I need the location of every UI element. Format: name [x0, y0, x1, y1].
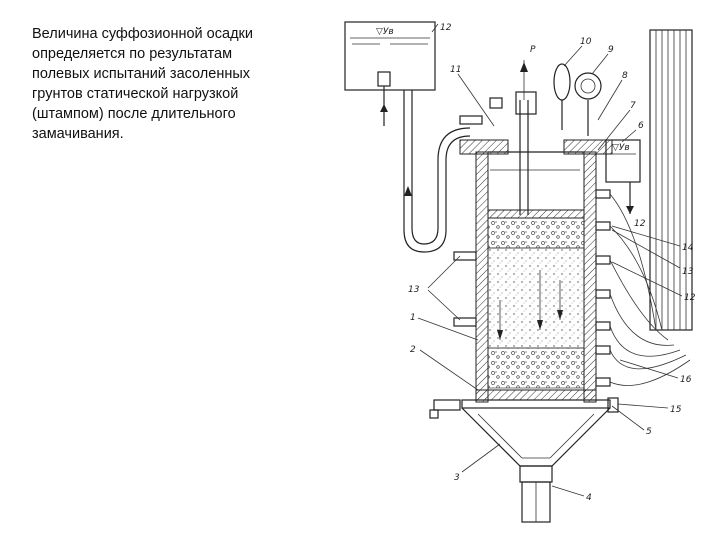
label-6: 6 — [638, 121, 644, 131]
label-7: 7 — [630, 101, 636, 111]
label-13-right: 13 — [682, 267, 694, 277]
label-2: 2 — [410, 345, 416, 355]
caption-line: замачивания. — [32, 126, 124, 142]
label-9: 9 — [608, 45, 614, 55]
caption-text: Величина суффозионной осадки определяетс… — [32, 24, 322, 144]
piezometer-tubes — [609, 29, 693, 386]
label-11: 11 — [450, 65, 461, 75]
top-instruments — [459, 63, 602, 136]
label-15: 15 — [670, 405, 682, 415]
label-P: P — [530, 45, 536, 55]
level-mark-right: ▽Ув — [612, 143, 630, 153]
number-labels: 11 P 10 9 8 7 6 12 14 13 12 13 1 2 16 15… — [408, 37, 696, 503]
level-tank-right: ▽Ув — [605, 139, 641, 214]
label-12-lower: 12 — [684, 293, 696, 303]
label-1: 1 — [410, 313, 416, 323]
label-16: 16 — [680, 375, 692, 385]
supply-tank-left: ▽Ув 12 — [344, 21, 452, 126]
label-12: 12 — [440, 23, 452, 33]
leader-lines — [417, 23, 683, 497]
caption-line: определяется по результатам — [32, 46, 233, 62]
label-12-right: 12 — [634, 219, 646, 229]
label-5: 5 — [646, 427, 652, 437]
label-4: 4 — [586, 493, 592, 503]
caption-line: грунтов статической нагрузкой — [32, 86, 239, 102]
label-14: 14 — [682, 243, 694, 253]
label-3: 3 — [454, 473, 460, 483]
caption-line: полевых испытаний засоленных — [32, 66, 251, 82]
caption-line: (штампом) после длительного — [32, 106, 236, 122]
label-8: 8 — [622, 71, 628, 81]
caption-line: Величина суффозионной осадки — [32, 26, 253, 42]
cone-bottom — [461, 407, 611, 523]
cylinder-body — [459, 60, 613, 409]
label-13: 13 — [408, 285, 420, 295]
level-mark-left: ▽Ув — [376, 27, 394, 37]
label-10: 10 — [580, 37, 592, 47]
supply-tube — [403, 90, 471, 253]
